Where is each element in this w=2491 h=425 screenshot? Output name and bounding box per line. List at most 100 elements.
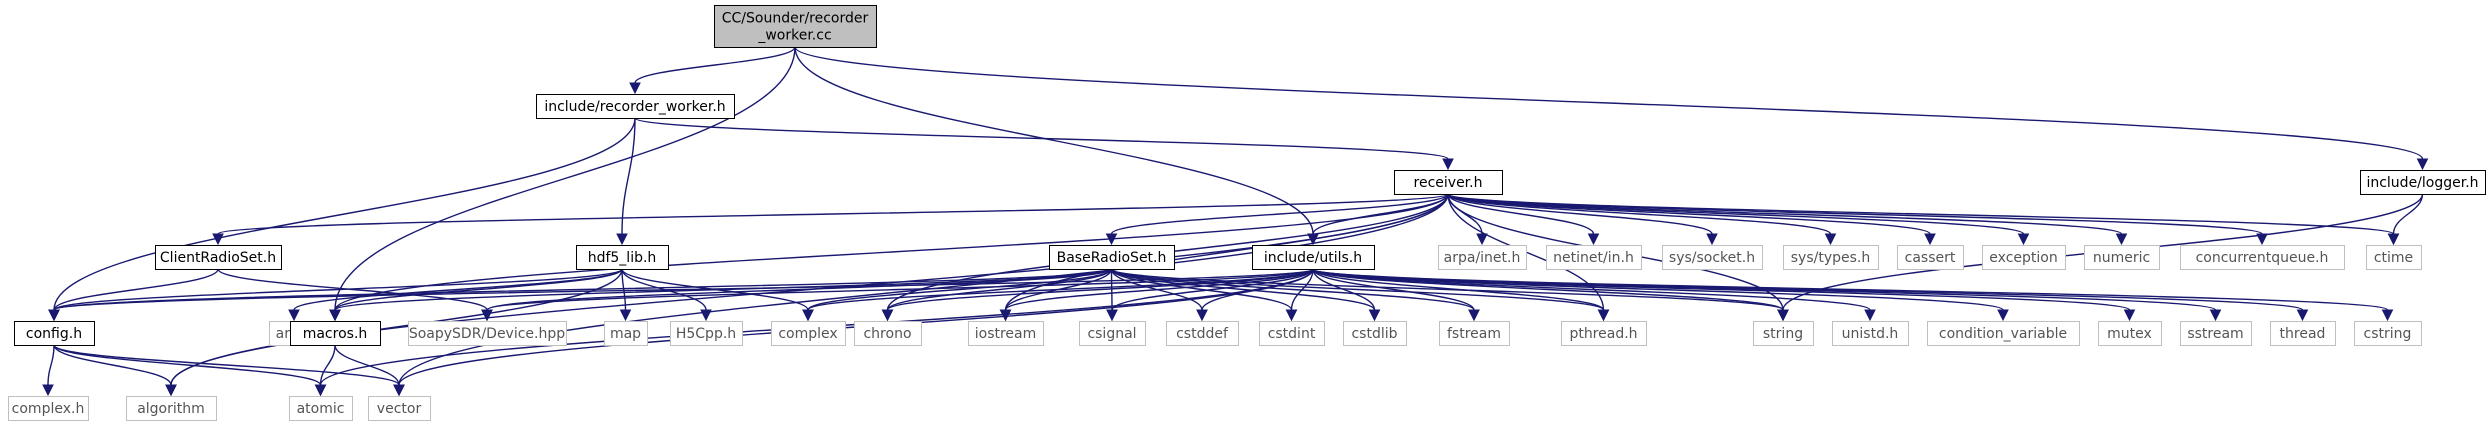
node-cassert[interactable]: cassert	[1897, 245, 1964, 270]
node-string[interactable]: string	[1753, 321, 1814, 346]
node-concurrentqueue-h[interactable]: concurrentqueue.h	[2180, 245, 2345, 270]
node-arpa-inet[interactable]: arpa/inet.h	[1438, 245, 1527, 270]
node-label: include/logger.h	[2366, 175, 2478, 191]
node-chrono[interactable]: chrono	[854, 321, 922, 346]
node-macros-h[interactable]: macros.h	[290, 321, 381, 346]
edge-arrowhead	[2416, 158, 2429, 171]
node-label: sstream	[2187, 326, 2243, 342]
edge-line	[334, 268, 623, 311]
node-label: thread	[2280, 326, 2326, 342]
edge-arrowhead	[1777, 309, 1789, 322]
node-sys-types[interactable]: sys/types.h	[1783, 245, 1879, 270]
edge-line	[53, 344, 400, 386]
node-mutex[interactable]: mutex	[2098, 321, 2162, 346]
node-soapysdr-device[interactable]: SoapySDR/Device.hpp	[408, 321, 567, 346]
edge-line	[621, 117, 636, 235]
node-cstdint[interactable]: cstdint	[1259, 321, 1325, 346]
node-box	[126, 396, 217, 421]
node-sys-socket[interactable]: sys/socket.h	[1662, 245, 1763, 270]
node-utils-h[interactable]: include/utils.h	[1252, 245, 1375, 270]
node-box	[968, 321, 1044, 346]
node-exception[interactable]: exception	[1982, 245, 2066, 270]
edge-line	[634, 46, 796, 84]
node-box	[408, 321, 567, 346]
node-config-h[interactable]: config.h	[14, 321, 95, 346]
node-label: _worker.cc	[757, 28, 831, 44]
node-unistd-h[interactable]: unistd.h	[1832, 321, 1909, 346]
node-label: algorithm	[137, 401, 205, 417]
edge-line	[334, 268, 1113, 311]
edge-arrowhead	[314, 384, 327, 397]
node-box	[1259, 321, 1325, 346]
node-label: cstdlib	[1351, 326, 1397, 342]
node-box	[1049, 245, 1175, 270]
node-numeric[interactable]: numeric	[2084, 245, 2160, 270]
node-label: pthread.h	[1569, 326, 1637, 342]
edge-line	[53, 268, 1314, 311]
node-label: sys/types.h	[1791, 250, 1870, 266]
edge-line	[1447, 193, 2395, 235]
node-label: hdf5_lib.h	[588, 250, 657, 266]
edge-line	[1290, 268, 1314, 311]
node-cstdlib[interactable]: cstdlib	[1343, 321, 1407, 346]
node-iostream[interactable]: iostream	[968, 321, 1044, 346]
edge-arrowhead	[1368, 309, 1381, 322]
node-box	[290, 321, 381, 346]
node-map[interactable]: map	[604, 321, 648, 346]
edge-root-to-utils_h	[794, 46, 1319, 246]
edge-arrowhead	[212, 233, 224, 246]
node-vector[interactable]: vector	[368, 396, 431, 421]
node-baseradioset-h[interactable]: BaseRadioSet.h	[1049, 245, 1175, 270]
node-atomic[interactable]: atomic	[289, 396, 353, 421]
node-thread[interactable]: thread	[2270, 321, 2336, 346]
node-netinet-in[interactable]: netinet/in.h	[1546, 245, 1642, 270]
node-cstddef[interactable]: cstddef	[1166, 321, 1239, 346]
node-hdf5-lib-h[interactable]: hdf5_lib.h	[576, 245, 669, 270]
edge-utils_h-to-cstring	[1312, 268, 2394, 322]
edge-receiver_h-to-netinet_in	[1447, 193, 1600, 246]
node-clientradioset-h[interactable]: ClientRadioSet.h	[155, 245, 282, 270]
node-box	[155, 245, 282, 270]
node-h5cpp-h[interactable]: H5Cpp.h	[670, 321, 743, 346]
node-logger-h[interactable]: include/logger.h	[2360, 170, 2486, 195]
node-label: condition_variable	[1939, 326, 2067, 342]
node-complex-h[interactable]: complex.h	[8, 396, 89, 421]
edge-utils_h-to-chrono	[881, 268, 1314, 322]
node-label: concurrentqueue.h	[2196, 250, 2329, 266]
node-complex[interactable]: complex	[771, 321, 846, 346]
node-label: BaseRadioSet.h	[1057, 250, 1167, 266]
node-box	[1783, 245, 1879, 270]
node-label: ClientRadioSet.h	[160, 250, 276, 266]
node-condition-variable[interactable]: condition_variable	[1927, 321, 2080, 346]
node-box	[1662, 245, 1763, 270]
node-algorithm[interactable]: algorithm	[126, 396, 217, 421]
node-label: fstream	[1447, 326, 1501, 342]
node-root[interactable]: CC/Sounder/recorder_worker.cc	[714, 5, 877, 48]
edge-root-to-logger_h	[794, 46, 2429, 171]
node-recorder-worker-h[interactable]: include/recorder_worker.h	[536, 94, 735, 119]
edge-line	[1447, 193, 1713, 235]
edge-line	[1110, 268, 1475, 311]
edge-arrowhead	[42, 384, 54, 397]
node-receiver-h[interactable]: receiver.h	[1394, 170, 1503, 195]
node-box	[289, 396, 353, 421]
node-label: CC/Sounder/recorder	[722, 11, 869, 27]
edge-root-to-recorder_worker_h	[629, 46, 796, 95]
edge-macros_h-to-atomic	[314, 344, 336, 397]
node-cstring[interactable]: cstring	[2354, 321, 2422, 346]
node-ctime[interactable]: ctime	[2366, 245, 2422, 270]
edge-arrowhead	[1997, 309, 2009, 322]
edge-receiver_h-to-sys_socket	[1447, 193, 1718, 246]
node-box	[1439, 321, 1510, 346]
node-box	[14, 321, 95, 346]
edge-arrowhead	[329, 309, 341, 322]
node-sstream[interactable]: sstream	[2180, 321, 2252, 346]
edge-line	[47, 344, 55, 386]
node-box	[2366, 245, 2422, 270]
node-fstream[interactable]: fstream	[1439, 321, 1510, 346]
node-csignal[interactable]: csignal	[1079, 321, 1146, 346]
edge-arrowhead	[1442, 158, 1454, 171]
edge-arrowhead	[2123, 309, 2136, 322]
node-pthread-h[interactable]: pthread.h	[1561, 321, 1647, 346]
